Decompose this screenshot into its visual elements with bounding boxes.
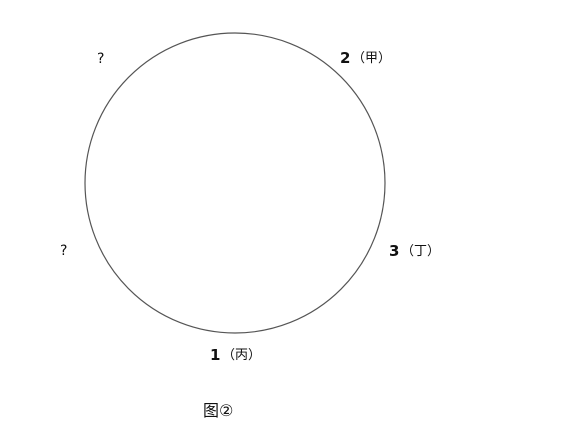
round-table-circle	[84, 32, 386, 334]
figure-caption: 图②	[203, 401, 233, 420]
position-3-label: 3 （丁）	[389, 242, 440, 260]
position-1-number: 1	[210, 346, 220, 364]
unknown-position-left: ?	[60, 243, 67, 259]
position-2-name: （甲）	[352, 51, 391, 66]
position-1-name: （丙）	[222, 348, 261, 363]
position-2-number: 2	[340, 49, 350, 67]
position-3-name: （丁）	[401, 244, 440, 259]
position-2-label: 2 （甲）	[340, 49, 391, 67]
position-3-number: 3	[389, 242, 399, 260]
unknown-position-top-left: ?	[97, 51, 104, 67]
position-1-label: 1 （丙）	[210, 346, 261, 364]
